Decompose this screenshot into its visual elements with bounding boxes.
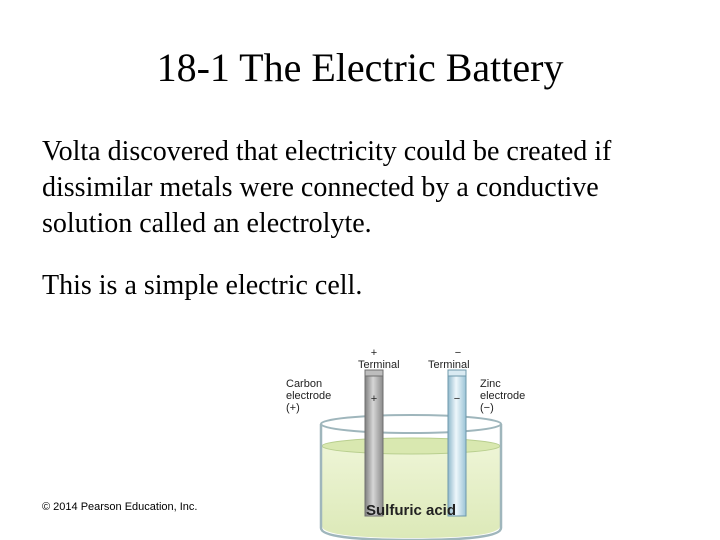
negative-terminal-label: Terminal: [428, 359, 470, 371]
electric-cell-illustration: + Terminal − Terminal Carbon electrode (…: [286, 347, 525, 540]
sulfuric-acid-label: Sulfuric acid: [366, 502, 456, 519]
zinc-label-line1: Zinc: [480, 378, 501, 390]
carbon-label-line2: electrode: [286, 390, 331, 402]
carbon-label-line3: (+): [286, 402, 300, 414]
acid-surface: [321, 437, 501, 455]
copyright-notice: © 2014 Pearson Education, Inc.: [42, 501, 198, 513]
slide-title: 18-1 The Electric Battery: [156, 45, 564, 90]
carbon-electrode-cap: [364, 369, 384, 377]
carbon-rod-plus-mark: +: [371, 393, 377, 405]
zinc-label-line2: electrode: [480, 390, 525, 402]
paragraph-volta: Volta discovered that electricity could …: [42, 136, 612, 239]
zinc-rod-minus-mark: −: [454, 393, 460, 405]
paragraph-simple-cell: This is a simple electric cell.: [42, 270, 363, 301]
electric-cell-diagram: + Terminal − Terminal Carbon electrode (…: [280, 342, 580, 540]
zinc-label-line3: (−): [480, 402, 494, 414]
zinc-electrode-cap: [447, 369, 467, 377]
beaker: [319, 424, 503, 540]
negative-sign: −: [455, 347, 461, 359]
positive-sign: +: [371, 347, 377, 359]
carbon-label-line1: Carbon: [286, 378, 322, 390]
positive-terminal-label: Terminal: [358, 359, 400, 371]
sulfuric-acid-solution: [322, 446, 500, 538]
beaker-rim: [320, 414, 502, 434]
